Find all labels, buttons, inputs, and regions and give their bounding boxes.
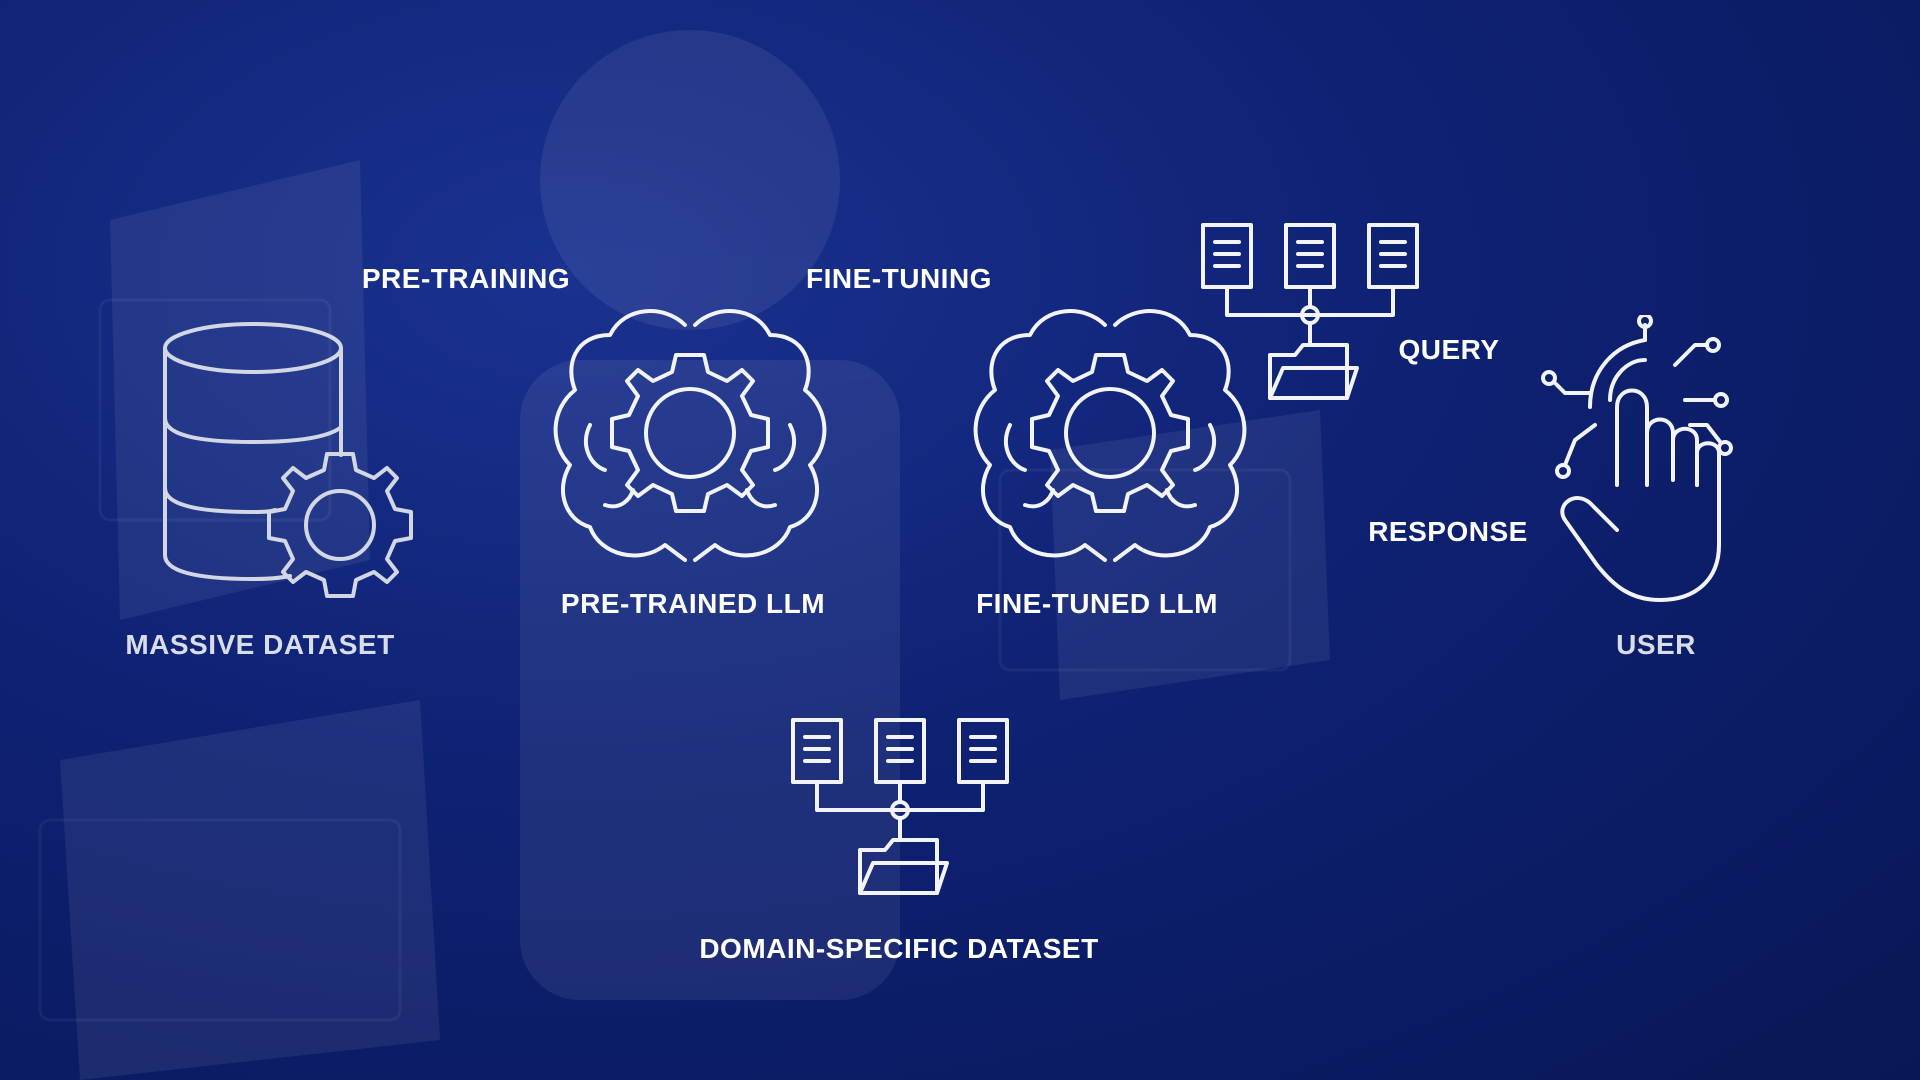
database-gear-icon [150,310,430,610]
edge-label-fine-tuning: FINE-TUNING [806,263,992,294]
node-label-user: USER [1616,629,1696,660]
touch-hand-icon [1535,315,1755,605]
node-label-domain-specific-dataset: DOMAIN-SPECIFIC DATASET [699,933,1099,964]
edge-label-pre-training: PRE-TRAINING [361,263,571,294]
document-folder-icon [785,715,1015,905]
brain-gear-icon [545,305,835,570]
document-folder-icon [1195,220,1425,410]
edge-label-query: QUERY [1398,334,1500,365]
brain-gear-icon [965,305,1255,570]
node-label-pre-trained-llm: PRE-TRAINED LLM [560,588,826,619]
node-label-massive-dataset: MASSIVE DATASET [125,629,395,660]
edge-label-response: RESPONSE [1368,516,1528,547]
node-label-fine-tuned-llm: FINE-TUNED LLM [976,588,1218,619]
